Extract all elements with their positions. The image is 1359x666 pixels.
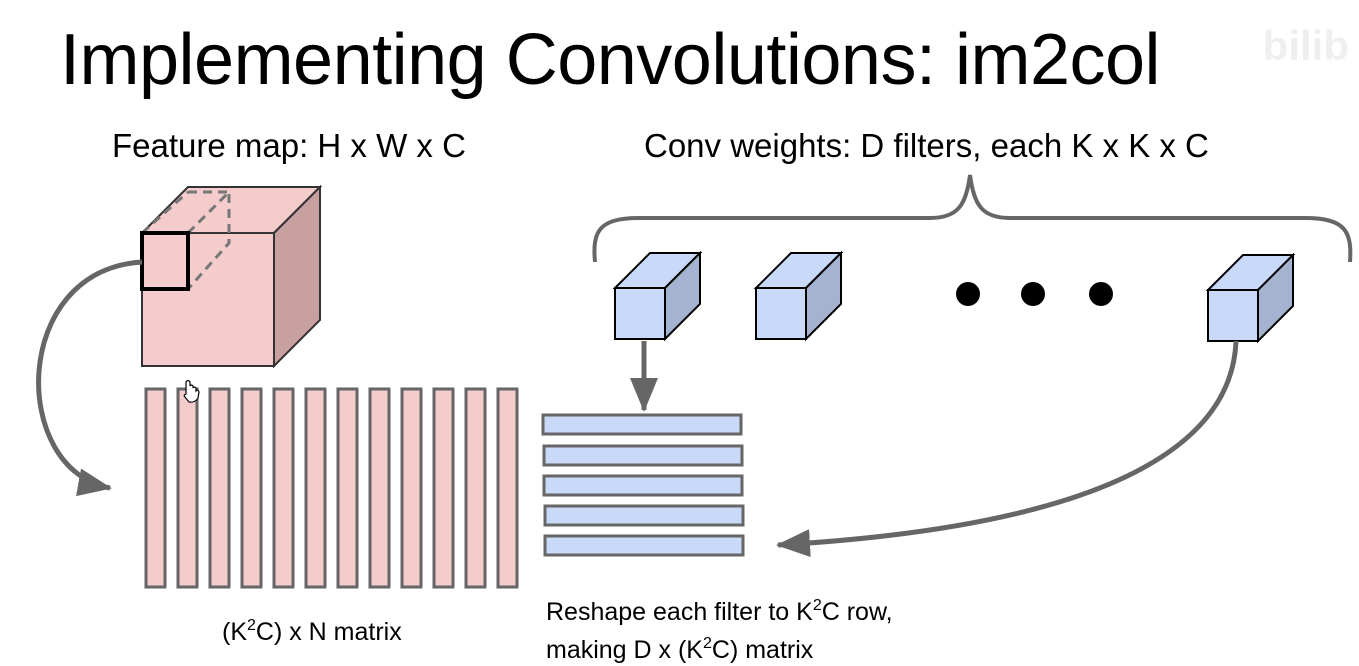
matrix-column — [496, 387, 519, 589]
ellipsis-dots — [956, 282, 1113, 306]
filter-cube-2 — [753, 250, 844, 342]
cube-front-face — [141, 232, 275, 367]
watermark-logo: bilib — [1262, 22, 1349, 69]
matrix-row — [542, 444, 744, 467]
matrix-column — [336, 387, 359, 589]
matrix-column — [240, 387, 263, 589]
matrix-column — [464, 387, 487, 589]
matrix-row — [543, 534, 745, 557]
matrix-column — [432, 387, 455, 589]
row-matrix — [541, 413, 745, 557]
matrix-column — [176, 387, 199, 589]
feature-to-matrix-arrow — [36, 259, 143, 497]
feature-map-label: Feature map: H x W x C — [112, 127, 466, 164]
reshape-caption: Reshape each filter to K2C row, making D… — [546, 590, 893, 666]
receptive-field-dashed — [186, 188, 231, 290]
matrix-column — [272, 387, 295, 589]
filters-brace — [592, 174, 1353, 263]
column-matrix — [144, 387, 519, 589]
feature-map-cube — [139, 184, 323, 369]
slide-title: Implementing Convolutions: im2col — [60, 20, 1161, 100]
filter-cube-1 — [612, 250, 703, 342]
matrix-column — [208, 387, 231, 589]
matrix-column — [368, 387, 391, 589]
matrix-column — [400, 387, 423, 589]
hand-cursor-icon — [183, 379, 200, 403]
conv-weights-label: Conv weights: D filters, each K x K x C — [644, 127, 1209, 164]
matrix-row — [543, 504, 745, 527]
matrix-column — [144, 387, 167, 589]
matrix-caption: (K2C) x N matrix — [222, 617, 402, 646]
last-filter-to-row-arrow — [776, 340, 1239, 558]
filter-cube-last — [1205, 252, 1296, 344]
reshape-caption-line2: making D x (K2C) matrix — [546, 635, 814, 664]
reshape-caption-line1: Reshape each filter to K2C row, — [546, 597, 893, 626]
matrix-column — [304, 387, 327, 589]
matrix-row — [541, 413, 743, 436]
matrix-row — [542, 474, 744, 497]
receptive-field-box — [140, 231, 190, 291]
